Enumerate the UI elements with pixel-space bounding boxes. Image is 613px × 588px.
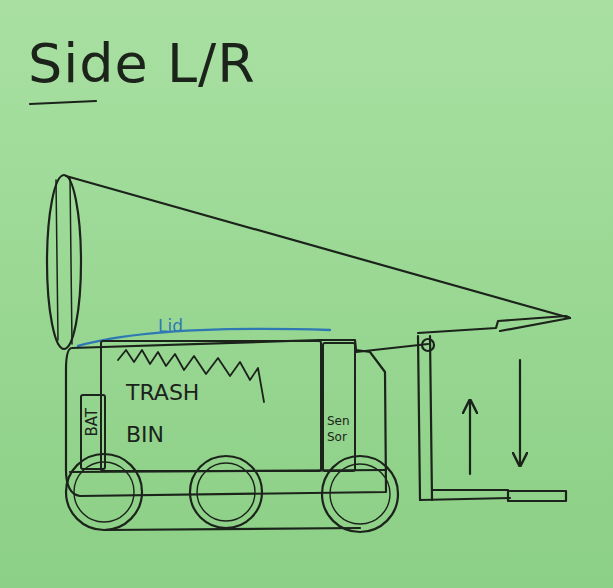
up-arrow: [469, 402, 471, 474]
lift-fork: [420, 490, 510, 500]
battery-box: BAT: [80, 394, 106, 470]
title: Side L/R: [28, 36, 256, 93]
title-underline: [30, 101, 96, 104]
node-text: Sen Sor: [327, 414, 357, 445]
trash-bin: TRASH BIN: [100, 340, 322, 472]
sensor-box: Sen Sor: [322, 342, 356, 472]
fork-tip: [508, 491, 566, 501]
node-text: TRASH BIN: [126, 372, 236, 456]
lift-arm: [66, 176, 570, 318]
wheel-rim: [330, 464, 390, 524]
wheel: [190, 456, 262, 528]
flap-hinge-lines: [56, 178, 72, 344]
part-label: Lid: [158, 318, 183, 336]
lift-arm-bracket: [418, 316, 570, 333]
pivot: [422, 339, 434, 351]
lift-post: [418, 336, 432, 500]
down-arrow: [519, 360, 521, 464]
wheel: [322, 456, 398, 532]
flap-ellipse: [47, 175, 81, 349]
wheel: [66, 454, 142, 530]
node-text: BAT: [85, 408, 101, 437]
